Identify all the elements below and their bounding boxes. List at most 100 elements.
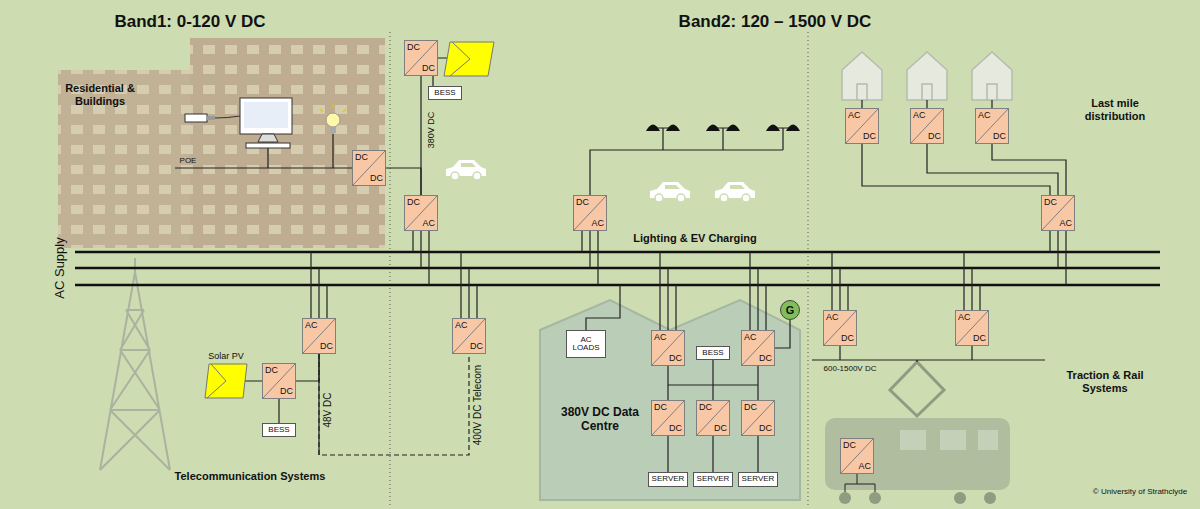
- node-label: SERVER: [649, 475, 687, 483]
- sector-label: Telecommunication Systems: [175, 470, 326, 483]
- computer-icon: [246, 143, 290, 148]
- feeder-wires: [812, 346, 1045, 362]
- connector: [386, 168, 421, 195]
- converter-port-label: AC: [305, 321, 318, 330]
- connector: [862, 144, 1050, 195]
- converter-port-label: AC: [744, 333, 757, 342]
- feeder-wires: [862, 100, 992, 108]
- house-icons: [842, 52, 1012, 100]
- band-heading: Band1: 0-120 V DC: [114, 12, 265, 32]
- computer-icon: [244, 102, 288, 128]
- converter-diagonal: [742, 331, 774, 365]
- converter-diagonal: [263, 364, 295, 398]
- ac-dc-converter: AC DC: [910, 108, 944, 144]
- converter-diagonal: [742, 401, 774, 435]
- train-illustration: [900, 430, 926, 450]
- dc-ac-converter: DC AC: [573, 195, 607, 231]
- converter-diagonal: [405, 41, 437, 75]
- converter-diagonal: [846, 109, 878, 143]
- converter-port-label: DC: [576, 198, 589, 207]
- connector: [319, 354, 469, 455]
- residential-building: [190, 38, 385, 248]
- converter-diagonal: [303, 319, 335, 353]
- converter-port-label: DC: [928, 132, 941, 141]
- battery-storage-box: BESS: [696, 346, 730, 360]
- sector-label: Lighting & EV Charging: [633, 232, 756, 245]
- converter-port-label: AC: [826, 313, 839, 322]
- solar-panels: [444, 42, 494, 76]
- converter-port-label: AC: [591, 219, 604, 228]
- battery-storage-box: BESS: [428, 86, 462, 100]
- converter-port-label: AC: [978, 111, 991, 120]
- converter-diagonal: [824, 311, 856, 345]
- converter-port-label: DC: [355, 153, 368, 162]
- train-illustration: [825, 362, 1010, 504]
- dc-dc-converter: DC DC: [352, 150, 386, 186]
- residential-building: [58, 70, 208, 248]
- battery-storage-box: BESS: [262, 423, 296, 437]
- converter-port-label: DC: [841, 334, 854, 343]
- dc-ac-converter: DCAC: [1041, 195, 1075, 231]
- converter-port-label: DC: [699, 403, 712, 412]
- feeder-wires: [1050, 231, 1066, 285]
- converter-port-label: AC: [654, 333, 667, 342]
- converter-port-label: DC: [407, 43, 420, 52]
- house-icons: [987, 84, 997, 100]
- street-lamps: [646, 125, 800, 132]
- light-bulb: [320, 104, 346, 112]
- band-heading: Band2: 120 – 1500 V DC: [679, 12, 872, 32]
- voltage-label: 380V DC: [426, 112, 436, 149]
- residential-building: [58, 70, 208, 248]
- bus-label: AC Supply: [53, 237, 68, 298]
- converter-port-label: AC: [958, 313, 971, 322]
- computer-icon: [185, 114, 207, 122]
- train-illustration: [869, 492, 881, 504]
- ev-car-icons: [715, 182, 755, 202]
- converter-port-label: AC: [913, 111, 926, 120]
- solar-panels: [450, 42, 470, 76]
- converter-diagonal: [911, 109, 943, 143]
- converter-port-label: DC: [1044, 198, 1057, 207]
- node-label: AC LOADS: [567, 336, 605, 353]
- street-lamps: [646, 125, 800, 132]
- train-illustration: [954, 492, 966, 504]
- ev-car-icons: [650, 182, 690, 202]
- telecom-tower: [100, 258, 170, 470]
- sector-label: Traction & Rail Systems: [1060, 369, 1150, 394]
- node-label: BESS: [697, 349, 729, 357]
- connector: [775, 320, 790, 348]
- sector-label: Residential & Buildings: [59, 82, 141, 107]
- converter-diagonal: [956, 311, 988, 345]
- converter-port-label: DC: [863, 132, 876, 141]
- dc-dc-converter: DCDC: [262, 363, 296, 399]
- feeder-wires: [590, 128, 793, 195]
- sector-label: 380V DC Data Centre: [557, 406, 643, 434]
- ac-supply-bus: [75, 252, 1160, 285]
- connector: [712, 436, 713, 472]
- ac-supply-bus: [75, 252, 1160, 285]
- ac-dc-converter: AC DC: [823, 310, 857, 346]
- house-icons: [907, 52, 947, 100]
- converter-diagonal: [353, 151, 385, 185]
- computer-icon: [185, 98, 292, 148]
- connector: [757, 366, 758, 400]
- converter-port-label: DC: [370, 174, 383, 183]
- node-label: BESS: [429, 89, 461, 97]
- ev-car-icons: [446, 160, 486, 180]
- computer-icon: [240, 98, 292, 134]
- converter-port-label: DC: [320, 342, 333, 351]
- feeder-wires: [413, 231, 429, 285]
- connector: [432, 76, 433, 86]
- train-illustration: [845, 474, 875, 492]
- voltage-label: 400V DC Telecom: [472, 365, 484, 445]
- house-icons: [857, 84, 867, 100]
- connector: [992, 144, 1066, 195]
- converter-port-label: DC: [993, 132, 1006, 141]
- house-icons: [842, 52, 882, 100]
- converter-port-label: DC: [714, 424, 727, 433]
- train-illustration: [978, 430, 998, 450]
- converter-port-label: AC: [858, 462, 871, 471]
- connector: [296, 354, 319, 381]
- computer-icon: [215, 116, 240, 118]
